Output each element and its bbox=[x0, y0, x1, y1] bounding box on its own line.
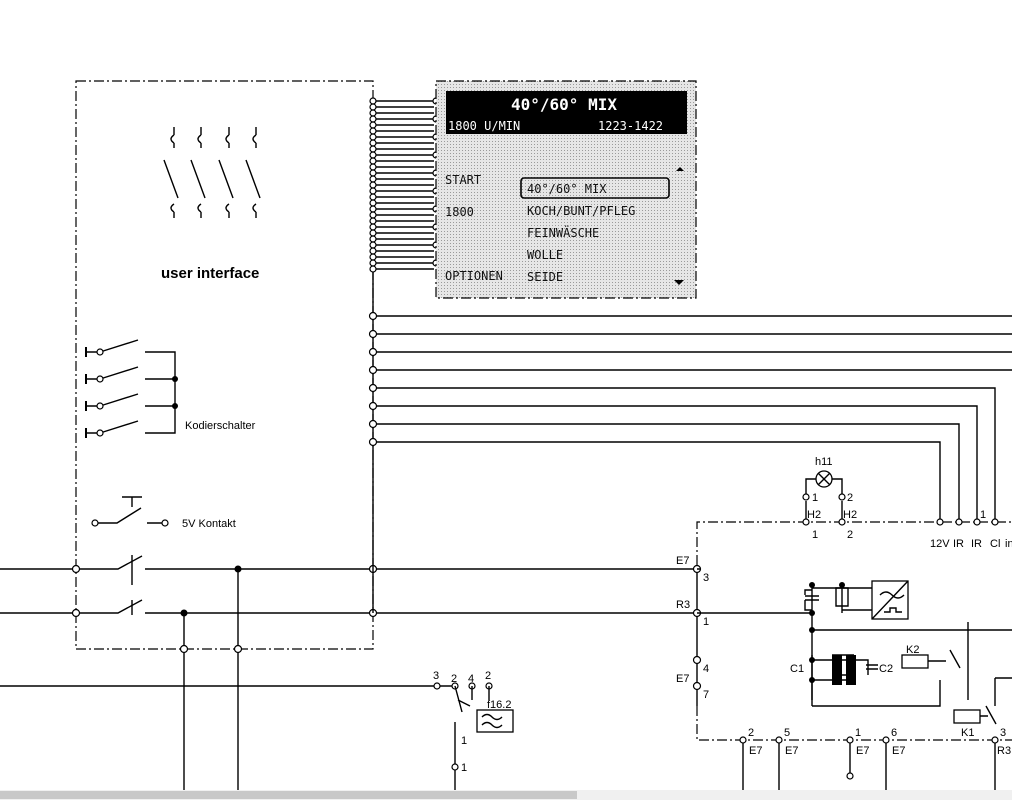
kodierschalter-label: Kodierschalter bbox=[185, 420, 256, 432]
terminal-cl: Cl bbox=[990, 538, 1000, 550]
bottom-connectors: 2 E7 5 E7 1 E7 6 E7 3 R3 bbox=[739, 727, 1011, 790]
conn-pin-6: 6 bbox=[891, 727, 897, 739]
5v-contact: 5V Kontakt bbox=[91, 496, 236, 615]
terminal-ir-2: IR bbox=[971, 538, 982, 550]
fuse-pin-1a: 1 bbox=[461, 735, 467, 747]
conn-pin-1: 1 bbox=[855, 727, 861, 739]
capacitor-block: C1 C2 bbox=[697, 568, 1012, 707]
conn-pin-3: 3 bbox=[1000, 727, 1006, 739]
lamp-pin-2: 2 bbox=[847, 492, 853, 504]
fuse-pin-2a: 2 bbox=[451, 673, 457, 685]
menu-item-koch: KOCH/BUNT/PFLEG bbox=[527, 204, 635, 218]
relay-k2-label: K2 bbox=[906, 644, 919, 656]
relay-k1-label: K1 bbox=[961, 727, 974, 739]
dip-switch-block bbox=[163, 127, 261, 218]
scroll-up-arrow-icon bbox=[676, 167, 684, 171]
fuse-pin-3: 3 bbox=[433, 670, 439, 682]
menu-item-seide: SEIDE bbox=[527, 270, 563, 284]
menu-selection-frame bbox=[520, 177, 670, 199]
capacitor-c1-label: C1 bbox=[790, 663, 804, 675]
conn-r3: R3 bbox=[997, 745, 1011, 757]
bus-terminals: 1 12V IR IR Cl in bbox=[930, 509, 1012, 550]
menu-item-wolle: WOLLE bbox=[527, 248, 563, 262]
display-start-label: START bbox=[445, 173, 481, 187]
conn-e7-c: E7 bbox=[856, 745, 869, 757]
scrollbar-thumb[interactable] bbox=[0, 791, 577, 799]
5v-contact-label: 5V Kontakt bbox=[182, 518, 236, 530]
fuse-icon bbox=[476, 709, 514, 733]
port-pin-7: 7 bbox=[703, 689, 709, 701]
lamp-name: h11 bbox=[815, 456, 833, 468]
user-interface-module: user interface bbox=[75, 80, 374, 650]
fuse-name: f16.2 bbox=[487, 699, 511, 711]
display-speed-value: 1800 bbox=[445, 205, 474, 219]
horizontal-scrollbar[interactable] bbox=[0, 790, 1012, 800]
relay-k1: K1 bbox=[953, 677, 1012, 739]
lamp-h11: h11 1 2 H2 H2 1 2 bbox=[802, 456, 857, 541]
display-title: 40°/60° MIX bbox=[511, 95, 617, 114]
port-pin-1: 1 bbox=[703, 616, 709, 628]
terminal-ir-1: IR bbox=[953, 538, 964, 550]
port-pin-3: 3 bbox=[703, 572, 709, 584]
fuse-pin-2b: 2 bbox=[485, 670, 491, 682]
coding-switches: Kodierschalter bbox=[85, 339, 256, 438]
supply-nodes bbox=[71, 564, 378, 654]
terminal-in: in bbox=[1005, 538, 1012, 550]
port-e7-mid: E7 bbox=[676, 673, 689, 685]
conn-pin-5: 5 bbox=[784, 727, 790, 739]
lamp-pin-1: 1 bbox=[812, 492, 818, 504]
conn-e7-d: E7 bbox=[892, 745, 905, 757]
conn-e7-a: E7 bbox=[749, 745, 762, 757]
fuse-f16-2: 3 2 4 2 1 1 f16.2 bbox=[433, 670, 514, 790]
supply-lines bbox=[0, 555, 697, 790]
display-time: 1223-1422 bbox=[598, 119, 663, 133]
fuse-pin-1b: 1 bbox=[461, 762, 467, 774]
lamp-conn-left: H2 bbox=[807, 509, 821, 521]
user-interface-label: user interface bbox=[161, 265, 259, 282]
conn-e7-b: E7 bbox=[785, 745, 798, 757]
lamp-conn-right: H2 bbox=[843, 509, 857, 521]
terminal-number: 1 bbox=[980, 509, 986, 521]
control-module: E7 3 R3 1 4 E7 7 h11 1 2 H2 H2 1 2 bbox=[676, 456, 1012, 741]
display-options-label: OPTIONEN bbox=[445, 269, 503, 283]
port-pin-4: 4 bbox=[703, 663, 709, 675]
scroll-down-arrow-icon bbox=[674, 280, 684, 285]
port-e7-top: E7 bbox=[676, 555, 689, 567]
menu-item-mix: 40°/60° MIX bbox=[527, 182, 607, 196]
lcd-display: 40°/60° MIX 1800 U/MIN 1223-1422 START 1… bbox=[435, 80, 697, 299]
fuse-pin-4: 4 bbox=[468, 673, 474, 685]
lamp-conn-pin-1: 1 bbox=[812, 529, 818, 541]
capacitor-c2-label: C2 bbox=[879, 663, 893, 675]
lamp-conn-pin-2: 2 bbox=[847, 529, 853, 541]
port-r3: R3 bbox=[676, 599, 690, 611]
menu-item-fein: FEINWÄSCHE bbox=[527, 225, 599, 240]
terminal-12v: 12V bbox=[930, 538, 950, 550]
conn-pin-2: 2 bbox=[748, 727, 754, 739]
relay-k2: K2 bbox=[901, 622, 969, 700]
display-speed: 1800 U/MIN bbox=[448, 119, 520, 133]
